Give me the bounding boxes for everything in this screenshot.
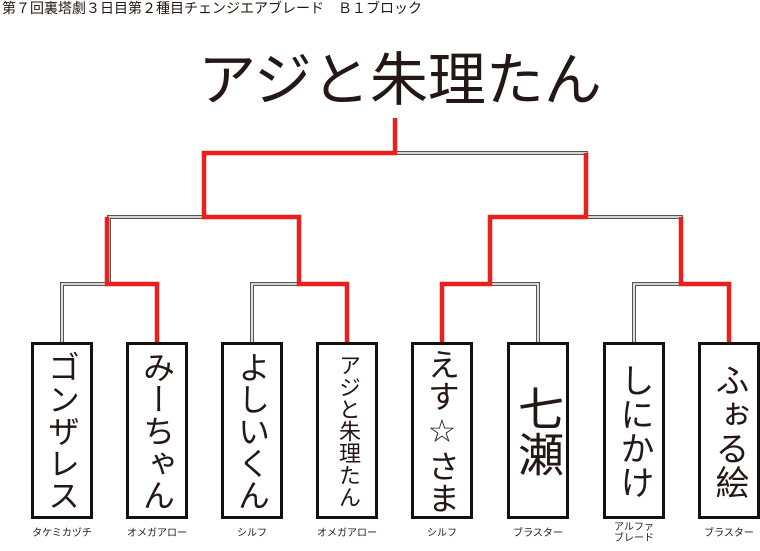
entrant-box-2: みーちゃん — [126, 342, 188, 519]
entrant-name: えす☆さま — [423, 347, 461, 514]
team-label: シルフ — [237, 528, 267, 539]
entrant-box-1: ゴンザレス — [31, 342, 93, 519]
winner-line-r1-4 — [678, 217, 732, 343]
loser-line-r1-3 — [488, 282, 540, 345]
loser-line-r1-4 — [632, 282, 683, 345]
team-label: オメガアロー — [317, 528, 377, 539]
team-label-line1: アルファ — [614, 522, 654, 533]
entrant-name: ふぉる絵 — [709, 362, 749, 499]
loser-line-r1-2 — [250, 282, 301, 345]
loser-line-final — [393, 151, 588, 219]
winner-line-r1-3 — [439, 153, 589, 343]
entrant-box-4: アジと朱理たん — [316, 342, 378, 519]
winner-line-r1-1 — [104, 217, 160, 343]
entrant-box-8: ふぉる絵 — [698, 342, 760, 519]
team-label: タケミカヅチ — [32, 528, 92, 539]
loser-line-r1-1 — [60, 282, 111, 345]
team-label: ブラスター — [513, 528, 563, 539]
entrant-box-3: よしいくん — [221, 342, 283, 519]
winner-line-champion-path — [201, 118, 398, 343]
entrant-box-5: えす☆さま — [411, 342, 473, 519]
winner-lines — [104, 118, 732, 343]
team-label: オメガアロー — [127, 528, 187, 539]
entrant-name: アジと朱理たん — [335, 353, 360, 508]
team-label: アルファブレード — [584, 522, 684, 544]
entrant-name: みーちゃん — [138, 350, 176, 511]
page-title: 第７回裏塔劇３日目第２種目チェンジエアブレード Ｂ１ブロック — [2, 1, 422, 17]
loser-line-sf-1 — [107, 215, 206, 286]
entrant-box-7: しにかけ — [603, 342, 665, 519]
team-label: ブラスター — [704, 528, 754, 539]
champion-name: アジと朱理たん — [198, 46, 602, 114]
team-label-line2: ブレード — [614, 533, 654, 544]
entrant-name: しにかけ — [614, 362, 654, 499]
entrant-name: 七瀬 — [511, 384, 565, 477]
team-label: シルフ — [427, 528, 457, 539]
entrant-name: よしいくん — [233, 350, 271, 511]
entrant-name: ゴンザレス — [43, 350, 81, 511]
entrant-box-6: 七瀬 — [507, 342, 569, 519]
